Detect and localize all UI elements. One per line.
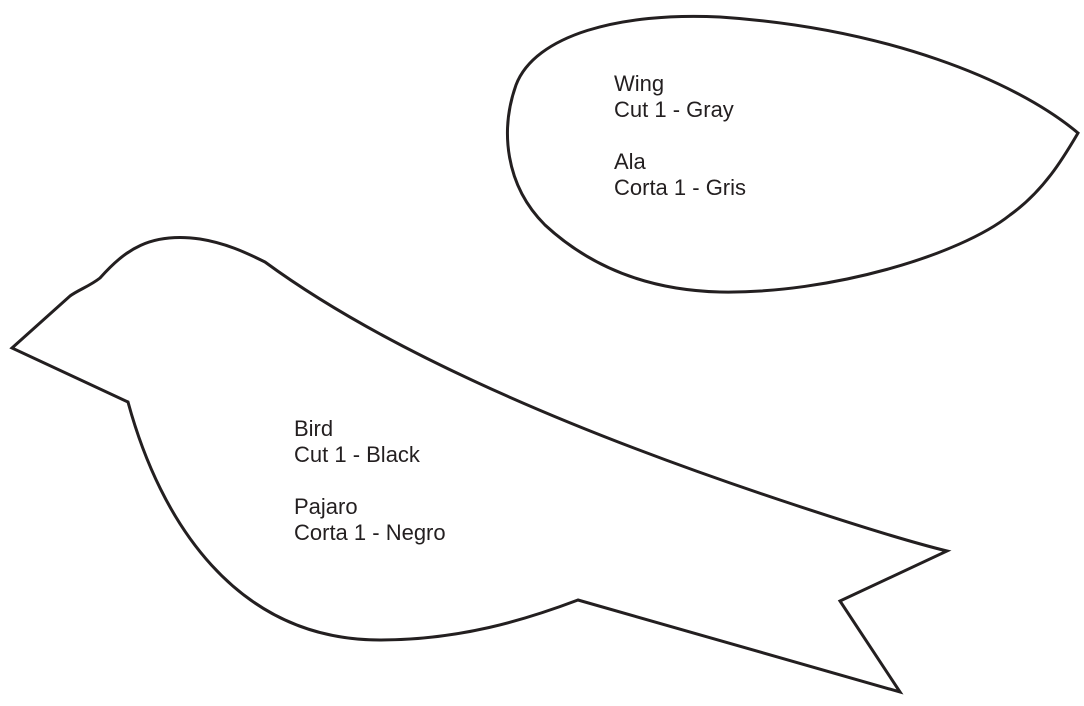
bird-outline	[9, 236, 952, 695]
bird-instruction-es: Corta 1 - Negro	[294, 520, 446, 545]
wing-outline	[506, 14, 1080, 294]
wing-name: Wing	[614, 71, 665, 96]
wing-label: Wing Cut 1 - Gray Ala Corta 1 - Gris	[614, 71, 746, 201]
bird-name: Bird	[294, 416, 334, 441]
wing-instruction: Cut 1 - Gray	[614, 97, 734, 122]
label-spacer	[614, 123, 746, 149]
wing-instruction-es: Corta 1 - Gris	[614, 175, 747, 200]
bird-label: Bird Cut 1 - Black Pajaro Corta 1 - Negr…	[294, 416, 446, 546]
bird-name-es: Pajaro	[294, 494, 358, 519]
label-spacer	[294, 468, 446, 494]
bird-instruction: Cut 1 - Black	[294, 442, 420, 467]
wing-name-es: Ala	[614, 149, 646, 174]
